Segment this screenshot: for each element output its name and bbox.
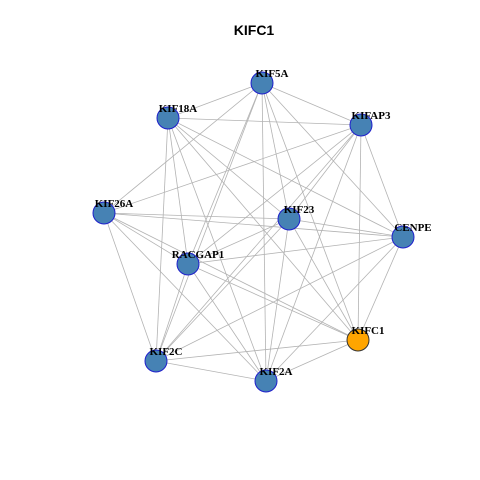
edge-kif5a-kif18a	[167, 82, 263, 119]
edge-kifap3-racgap1	[187, 124, 362, 265]
node-label-kifc1: KIFC1	[352, 325, 385, 337]
node-kif23[interactable]	[277, 207, 301, 231]
edge-kifap3-kif26a	[103, 124, 362, 214]
edge-kif18a-kifap3	[167, 117, 362, 126]
edge-kif26a-kifc1	[103, 212, 359, 341]
edge-racgap1-kif2a	[187, 263, 267, 382]
node-label-kif26a: KIF26A	[95, 198, 134, 210]
node-layer	[92, 71, 415, 393]
edge-racgap1-kif2c	[155, 263, 189, 362]
node-label-kif5a: KIF5A	[256, 68, 289, 80]
edge-kifap3-kif23	[288, 124, 362, 220]
node-label-kif2c: KIF2C	[150, 346, 183, 358]
edge-kif5a-kif26a	[103, 82, 263, 214]
edge-kif18a-kif2c	[155, 117, 169, 362]
node-kifap3[interactable]	[349, 113, 373, 137]
edge-kifc1-kif2c	[155, 339, 359, 362]
edge-cenpe-kifc1	[357, 236, 404, 341]
edge-kif5a-kifap3	[261, 82, 362, 126]
node-label-kifap3: KIFAP3	[352, 110, 391, 122]
edge-layer	[103, 82, 404, 382]
node-racgap1[interactable]	[176, 252, 200, 276]
edge-kif23-kifc1	[288, 218, 359, 341]
edge-kifap3-cenpe	[360, 124, 404, 238]
edge-kif26a-racgap1	[103, 212, 189, 265]
node-label-racgap1: RACGAP1	[172, 249, 225, 261]
edge-kif18a-racgap1	[167, 117, 189, 265]
edge-racgap1-kifc1	[187, 263, 359, 341]
edge-cenpe-racgap1	[187, 236, 404, 265]
edge-kif26a-kif23	[103, 212, 290, 220]
node-kif26a[interactable]	[92, 201, 116, 225]
edge-kif5a-kif2c	[155, 82, 263, 362]
node-kifc1[interactable]	[346, 328, 370, 352]
edge-kif26a-kif2a	[103, 212, 267, 382]
edge-kif5a-cenpe	[261, 82, 404, 238]
node-label-kif18a: KIF18A	[159, 103, 198, 115]
edge-kif5a-kifc1	[261, 82, 359, 341]
node-kif18a[interactable]	[156, 106, 180, 130]
edge-kif18a-kif2a	[167, 117, 267, 382]
edge-kif2c-kif2a	[155, 360, 267, 382]
edge-kif26a-kif2c	[103, 212, 157, 362]
edge-kif23-cenpe	[288, 218, 404, 238]
edge-kif18a-kif23	[167, 117, 290, 220]
node-label-kif2a: KIF2A	[260, 366, 293, 378]
edge-cenpe-kif2a	[265, 236, 404, 382]
node-label-cenpe: CENPE	[394, 222, 431, 234]
edge-kif26a-cenpe	[103, 212, 404, 238]
edge-kif5a-kif23	[261, 82, 290, 220]
edge-kif23-racgap1	[187, 218, 290, 265]
edge-cenpe-kif2c	[155, 236, 404, 362]
node-cenpe[interactable]	[391, 225, 415, 249]
edge-kifap3-kif2a	[265, 124, 362, 382]
edge-kifap3-kif2c	[155, 124, 362, 362]
edge-kif18a-cenpe	[167, 117, 404, 238]
edge-kifc1-kif2a	[265, 339, 359, 382]
edge-kifap3-kifc1	[357, 124, 362, 341]
node-kif5a[interactable]	[250, 71, 274, 95]
node-kif2a[interactable]	[254, 369, 278, 393]
node-label-kif23: KIF23	[284, 204, 315, 216]
edge-kif5a-racgap1	[187, 82, 263, 265]
edge-kif23-kif2c	[155, 218, 290, 362]
edge-kif18a-kifc1	[167, 117, 359, 341]
node-kif2c[interactable]	[144, 349, 168, 373]
edge-kif5a-kif2a	[261, 82, 267, 382]
diagram-title: KIFC1	[234, 22, 275, 38]
